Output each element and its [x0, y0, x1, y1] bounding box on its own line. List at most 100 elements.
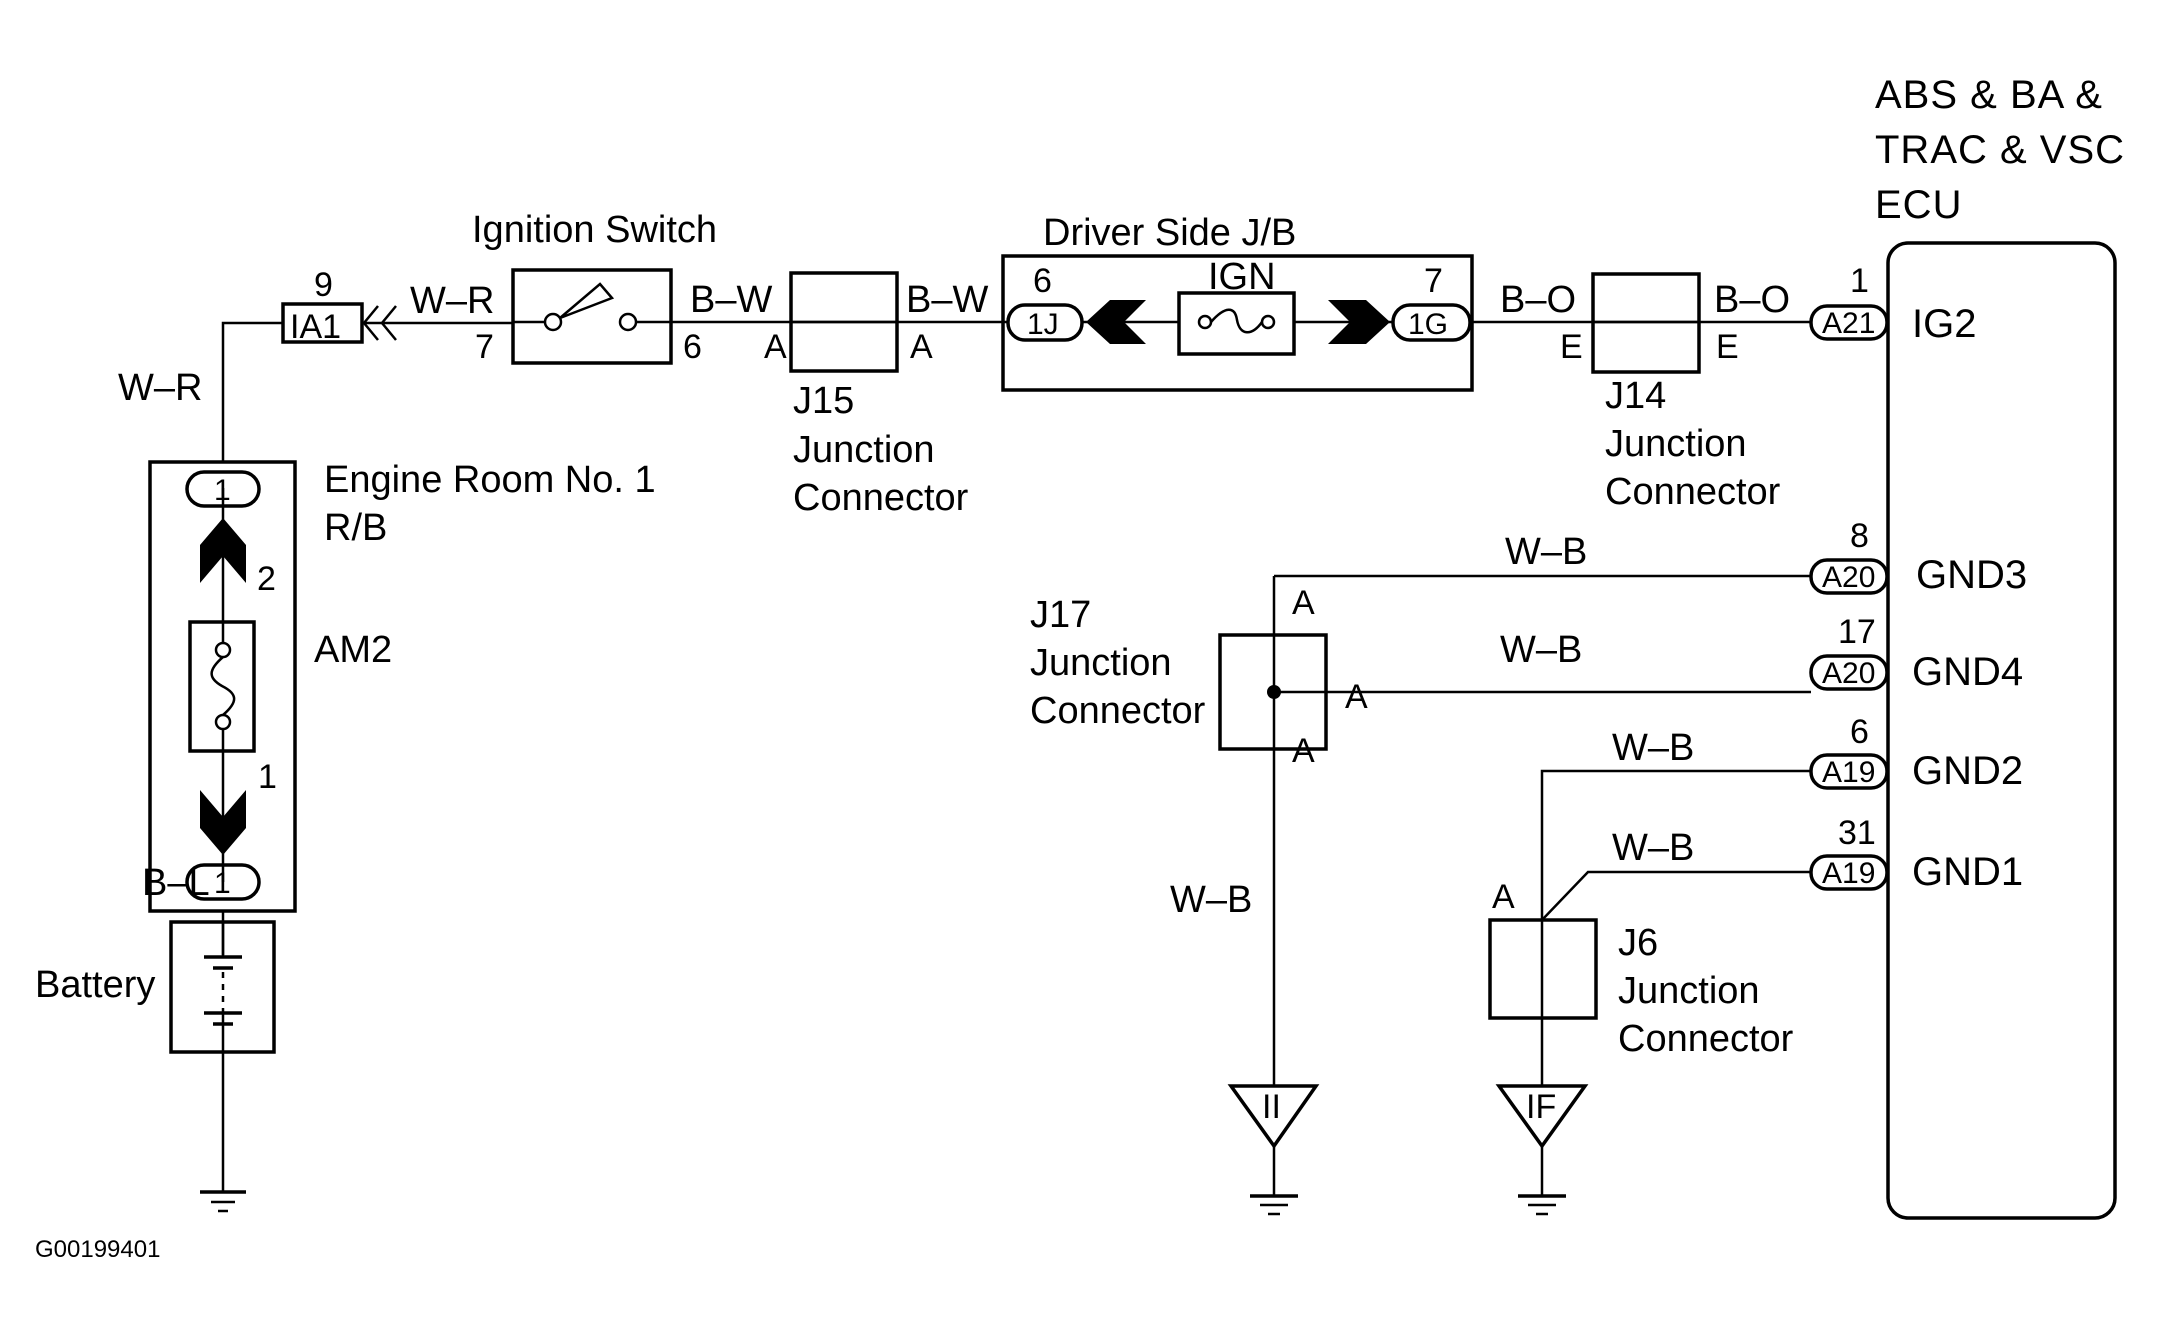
ground-point-ii: II	[1227, 1084, 1320, 1216]
wire-label-bw-left: B–W	[690, 279, 772, 321]
switch-contact-icon	[543, 312, 563, 332]
ecu-terminal-gnd4: GND4	[1912, 650, 2023, 694]
connector-a21	[1809, 304, 1889, 341]
ig2-pin: 1	[1850, 262, 1869, 300]
ignition-switch-label: Ignition Switch	[472, 209, 717, 251]
ecu-terminal-ig2: IG2	[1912, 302, 1976, 346]
connector-a19-gnd1-label: A19	[1822, 857, 1875, 890]
ground-point-if: IF	[1495, 1084, 1589, 1216]
j6-junction-connector: A J6 Junction Connector	[1488, 878, 1794, 1060]
arrow-right-icon	[1328, 300, 1390, 344]
wire-wr-vertical	[221, 321, 283, 462]
wire-label-gnd3: W–B	[1505, 531, 1587, 573]
ia1-box	[281, 302, 364, 344]
wire-gnd1	[1541, 870, 1811, 921]
relay-block-bottom-connector	[185, 863, 261, 901]
ignition-switch: Ignition Switch W–R 7 B–W 6	[410, 209, 772, 366]
j15-id: J15	[793, 380, 854, 422]
j15-line3: Connector	[793, 477, 969, 519]
connector-a20-gnd4-label: A20	[1822, 657, 1875, 690]
ignition-switch-pin-in: 7	[475, 328, 494, 366]
connector-a20-gnd4	[1809, 654, 1889, 691]
relay-block-box	[148, 460, 297, 913]
wire-label-j17-down: W–B	[1170, 879, 1252, 921]
fuse-element-icon	[210, 656, 236, 716]
j14-junction-connector: B–O E B–O E J14 Junction Connector	[1500, 272, 1790, 513]
j15-junction-connector: A B–W A J15 Junction Connector	[764, 271, 988, 519]
j14-id: J14	[1605, 375, 1666, 417]
j17-id: J17	[1030, 594, 1091, 636]
j17-junction-connector: A A A J17 Junction Connector W–B	[1030, 584, 1368, 921]
wire-label-wr: W–R	[410, 280, 494, 322]
j6-line3: Connector	[1618, 1018, 1794, 1060]
ground-point-triangle-icon	[1227, 1084, 1320, 1150]
gnd4-pin: 17	[1838, 613, 1876, 651]
relay-block-bottom-pin: 1	[258, 758, 277, 796]
ecu: ABS & BA & TRAC & VSC ECU IG2 GND3 GND4 …	[1875, 73, 2125, 1220]
gnd3-pin: 8	[1850, 517, 1869, 555]
wire-label-wr-vertical: W–R	[118, 367, 202, 409]
relay-block-top-connector-label: 1	[214, 474, 231, 507]
arrow-down-icon	[200, 790, 246, 855]
relay-block-top-connector	[185, 470, 261, 508]
jb-box	[1001, 254, 1474, 392]
relay-block-title-line-2: R/B	[324, 507, 387, 549]
wires	[221, 320, 1811, 1195]
wire-label-gnd4: W–B	[1500, 629, 1582, 671]
j15-line2: Junction	[793, 429, 935, 471]
j17-box	[1218, 633, 1328, 751]
relay-block-top-pin: 2	[257, 560, 276, 598]
arrow-left-icon	[1086, 300, 1146, 344]
splice-dot-icon	[1267, 685, 1281, 699]
chevron-left-icon	[380, 305, 397, 341]
j15-pin-left: A	[764, 328, 787, 366]
j14-line2: Junction	[1605, 423, 1747, 465]
jb-right-pin: 7	[1424, 262, 1443, 300]
wire-gnd2	[1540, 769, 1811, 1085]
ecu-title-line-1: ABS & BA &	[1875, 73, 2103, 117]
fuse-element-icon	[1210, 308, 1264, 334]
j6-id: J6	[1618, 922, 1658, 964]
jb-fuse-label: IGN	[1208, 256, 1276, 298]
ground-point-ii-label: II	[1262, 1088, 1281, 1126]
ecu-connectors: 1 A21 8 A20 W–B 17 A20 W–B 6 A19 W–B 31 …	[1500, 262, 1889, 891]
figure-id: G00199401	[35, 1236, 160, 1263]
connector-a19-gnd2	[1809, 753, 1889, 790]
connector-a21-label: A21	[1822, 307, 1875, 340]
connector-a19-gnd2-label: A19	[1822, 756, 1875, 789]
wire-label-gnd1: W–B	[1612, 827, 1694, 869]
j14-pin-right: E	[1716, 328, 1739, 366]
j17-line3: Connector	[1030, 690, 1206, 732]
wire-label-bo-right: B–O	[1714, 279, 1790, 321]
wire-label-gnd2: W–B	[1612, 727, 1694, 769]
ecu-terminal-gnd1: GND1	[1912, 850, 2023, 894]
ground-point-if-label: IF	[1526, 1088, 1556, 1126]
am2-fuse-label: AM2	[314, 629, 392, 671]
wire-label-bl: B–L	[142, 862, 210, 904]
relay-block-title-line-1: Engine Room No. 1	[324, 459, 656, 501]
ground-point-triangle-icon	[1495, 1084, 1589, 1150]
j14-pin-left: E	[1560, 328, 1583, 366]
j17-line2: Junction	[1030, 642, 1172, 684]
ecu-title-line-2: TRAC & VSC	[1875, 128, 2125, 172]
connector-a20-gnd3	[1809, 558, 1889, 595]
engine-room-relay-block: 1 2 1 1 Engine Room No. 1 R/B AM2	[148, 459, 656, 913]
ignition-switch-pin-out: 6	[683, 328, 702, 366]
fuse-terminal-icon	[214, 713, 232, 731]
ecu-terminal-gnd2: GND2	[1912, 749, 2023, 793]
am2-fuse-box	[188, 620, 256, 753]
fuse-terminal-icon	[1260, 314, 1276, 330]
gnd2-pin: 6	[1850, 713, 1869, 751]
arrow-up-icon	[200, 518, 246, 583]
gnd1-pin: 31	[1838, 814, 1876, 852]
switch-contact-icon	[618, 312, 638, 332]
fuse-terminal-icon	[1197, 314, 1213, 330]
connector-1j	[1006, 303, 1084, 342]
battery: B–L Battery	[35, 862, 276, 1213]
connector-a20-gnd3-label: A20	[1822, 561, 1875, 594]
wire-label-bo-left: B–O	[1500, 279, 1576, 321]
switch-lever-icon	[559, 282, 615, 320]
j6-pin-top: A	[1492, 878, 1515, 916]
relay-block-bottom-connector-label: 1	[214, 867, 231, 900]
